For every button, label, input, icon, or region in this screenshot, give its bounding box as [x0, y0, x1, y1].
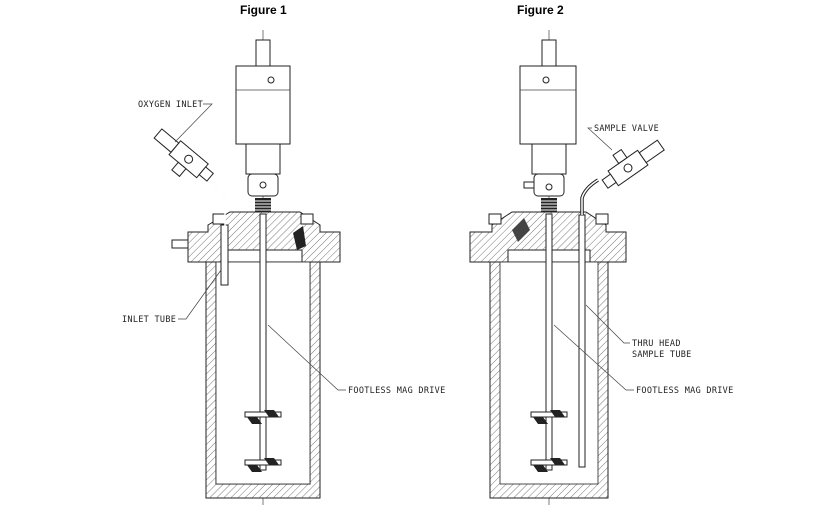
port-fitting-dark	[512, 218, 530, 242]
port-fitting-dark	[293, 226, 306, 250]
head-bolt-right	[300, 213, 314, 225]
label-footless-mag-drive-1: FOOTLESS MAG DRIVE	[348, 386, 446, 396]
drive-adapter	[531, 143, 567, 175]
figure-2-title: Figure 2	[517, 3, 564, 17]
impeller-lower	[530, 458, 568, 472]
leader-sample-valve	[587, 127, 613, 151]
label-footless-mag-drive-2: FOOTLESS MAG DRIVE	[636, 386, 734, 396]
sample-valve	[601, 139, 665, 189]
head-bolt-right	[595, 213, 609, 225]
figure-2-drawing: SAMPLE VALVE THRU HEAD SAMPLE TUBE FOOTL…	[469, 30, 734, 505]
leader-oxygen-inlet	[174, 103, 213, 143]
impeller-lower	[244, 458, 282, 472]
thru-head-sample-tube	[578, 214, 586, 468]
label-sample-valve: SAMPLE VALVE	[594, 124, 659, 134]
label-inlet-tube: INLET TUBE	[122, 315, 176, 325]
side-nipple	[523, 181, 535, 189]
leader-drive-1	[267, 324, 346, 391]
figure-1-title: Figure 1	[240, 3, 287, 17]
clamp-handle	[171, 239, 189, 249]
drive-motor-housing	[235, 65, 291, 145]
drive-shaft-top	[255, 39, 271, 67]
label-thru-head-2: SAMPLE TUBE	[632, 350, 692, 360]
oxygen-valve	[153, 128, 215, 182]
leader-drive-2	[553, 324, 634, 391]
leader-sample-tube	[585, 304, 630, 344]
label-oxygen-inlet: OXYGEN INLET	[138, 100, 203, 110]
impeller-upper	[244, 410, 282, 424]
drive-shaft-top	[541, 39, 557, 67]
inlet-tube	[220, 224, 229, 286]
leader-inlet-tube	[178, 269, 222, 320]
drive-adapter	[245, 143, 281, 175]
head-bolt-left	[212, 213, 226, 225]
label-thru-head-1: THRU HEAD	[632, 339, 681, 349]
head-bolt-left	[488, 213, 502, 225]
impeller-shaft	[545, 213, 553, 471]
impeller-upper	[530, 410, 568, 424]
figure-1-drawing: OXYGEN INLET INLET TUBE FOOTLESS MAG DRI…	[122, 30, 446, 505]
impeller-shaft	[259, 213, 267, 471]
